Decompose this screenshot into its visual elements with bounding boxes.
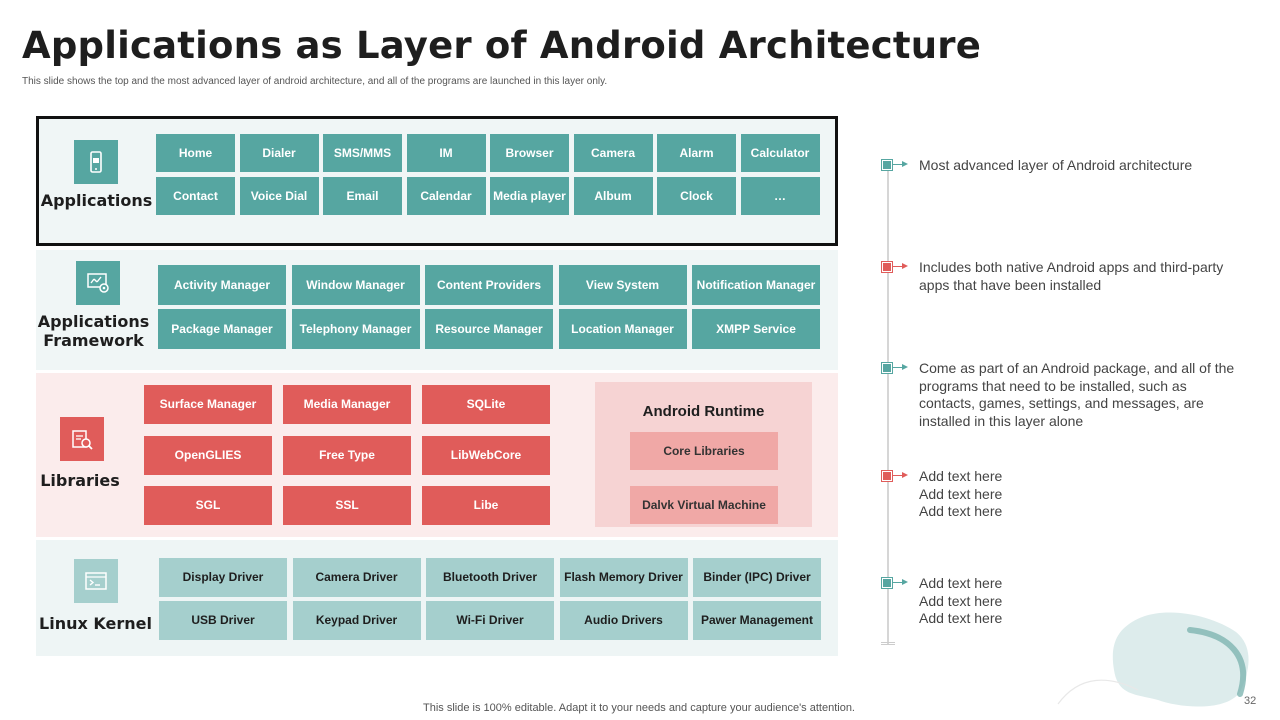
framework-box-activity-manager: Activity Manager (158, 265, 286, 305)
timeline-end-marker (881, 642, 895, 645)
kernel-box-display-driver: Display Driver (159, 558, 287, 597)
framework-box-resource-manager: Resource Manager (425, 309, 553, 349)
kernel-box-keypad-driver: Keypad Driver (292, 601, 421, 640)
library-box-sgl: SGL (144, 486, 272, 525)
app-box-dialer: Dialer (239, 134, 319, 172)
kernel-box-camera-driver: Camera Driver (292, 558, 421, 597)
library-box-libwebcore: LibWebCore (422, 436, 550, 475)
framework-box-window-manager: Window Manager (291, 265, 420, 305)
applications-label: Applications (40, 191, 153, 210)
kernel-box-wi-fi-driver: Wi-Fi Driver (426, 601, 554, 640)
timeline-marker-1 (881, 159, 910, 171)
timeline-marker-4 (881, 470, 910, 482)
libraries-label: Libraries (40, 471, 120, 490)
app-box-calculator: Calculator (740, 134, 820, 172)
app-box-camera: Camera (573, 134, 653, 172)
libraries-layer: Libraries Surface Manager Media Manager SQ… (36, 373, 838, 537)
slide-title: Applications as Layer of Android Archite… (22, 24, 982, 67)
framework-label: Applications Framework (37, 312, 150, 350)
decorative-blob (1057, 612, 1249, 707)
footer-note: This slide is 100% editable. Adapt it to… (423, 702, 855, 714)
kernel-box-bluetooth-driver: Bluetooth Driver (426, 558, 554, 597)
timeline-text-4: Add text here Add text here Add text her… (919, 468, 1003, 519)
kernel-label: Linux Kernel (39, 614, 152, 633)
timeline-line (887, 162, 889, 644)
android-runtime-title: Android Runtime (642, 403, 765, 420)
kernel-box-usb-driver: USB Driver (159, 601, 287, 640)
library-box-sqlite: SQLite (422, 385, 550, 424)
app-box-calendar: Calendar (406, 177, 486, 215)
framework-box-telephony-manager: Telephony Manager (291, 309, 420, 349)
app-box-alarm: Alarm (657, 134, 736, 172)
app-box-voice-dial: Voice Dial (239, 177, 319, 215)
runtime-item-dalvik-vm: Dalvk Virtual Machine (630, 486, 778, 524)
framework-box-package-manager: Package Manager (158, 309, 286, 349)
app-box-im: IM (406, 134, 486, 172)
mobile-app-icon (74, 140, 118, 184)
app-box-clock: Clock (657, 177, 736, 215)
runtime-item-core-libraries: Core Libraries (630, 432, 778, 470)
app-box-email: Email (323, 177, 402, 215)
framework-box-view-system: View System (558, 265, 687, 305)
framework-box-location-manager: Location Manager (558, 309, 687, 349)
app-box-home: Home (156, 134, 235, 172)
framework-box-content-providers: Content Providers (425, 265, 553, 305)
slide-subtitle: This slide shows the top and the most ad… (22, 76, 608, 87)
app-box-browser: Browser (490, 134, 569, 172)
framework-settings-icon (76, 261, 120, 305)
android-runtime-panel: Android Runtime Core Libraries Dalvk Vir… (595, 382, 812, 527)
app-box-contact: Contact (156, 177, 235, 215)
timeline-marker-3 (881, 362, 910, 374)
app-box-sms-mms: SMS/MMS (323, 134, 402, 172)
timeline-text-1: Most advanced layer of Android architect… (919, 157, 1193, 173)
framework-box-xmpp-service: XMPP Service (692, 309, 820, 349)
library-box-libe: Libe (422, 486, 550, 525)
timeline-marker-5 (881, 577, 910, 589)
library-box-media-manager: Media Manager (283, 385, 411, 424)
app-box-more: … (740, 177, 820, 215)
kernel-box-binder-ipc-driver: Binder (IPC) Driver (693, 558, 821, 597)
library-box-surface-manager: Surface Manager (144, 385, 272, 424)
page-number: 32 (1244, 695, 1257, 707)
terminal-icon (74, 559, 118, 603)
kernel-box-pawer-management: Pawer Management (693, 601, 821, 640)
library-box-free-type: Free Type (283, 436, 411, 475)
app-box-media-player: Media player (490, 177, 569, 215)
kernel-box-flash-memory-driver: Flash Memory Driver (559, 558, 688, 597)
framework-box-notification-manager: Notification Manager (692, 265, 820, 305)
library-box-ssl: SSL (283, 486, 411, 525)
library-search-icon (60, 417, 104, 461)
library-box-openglies: OpenGLIES (144, 436, 272, 475)
app-box-album: Album (573, 177, 653, 215)
timeline-text-2: Includes both native Android apps and th… (919, 259, 1224, 293)
kernel-box-audio-drivers: Audio Drivers (559, 601, 688, 640)
timeline-text-5: Add text here Add text here Add text her… (919, 575, 1003, 626)
timeline-text-3: Come as part of an Android package, and … (919, 360, 1235, 429)
timeline-marker-2 (881, 261, 910, 273)
